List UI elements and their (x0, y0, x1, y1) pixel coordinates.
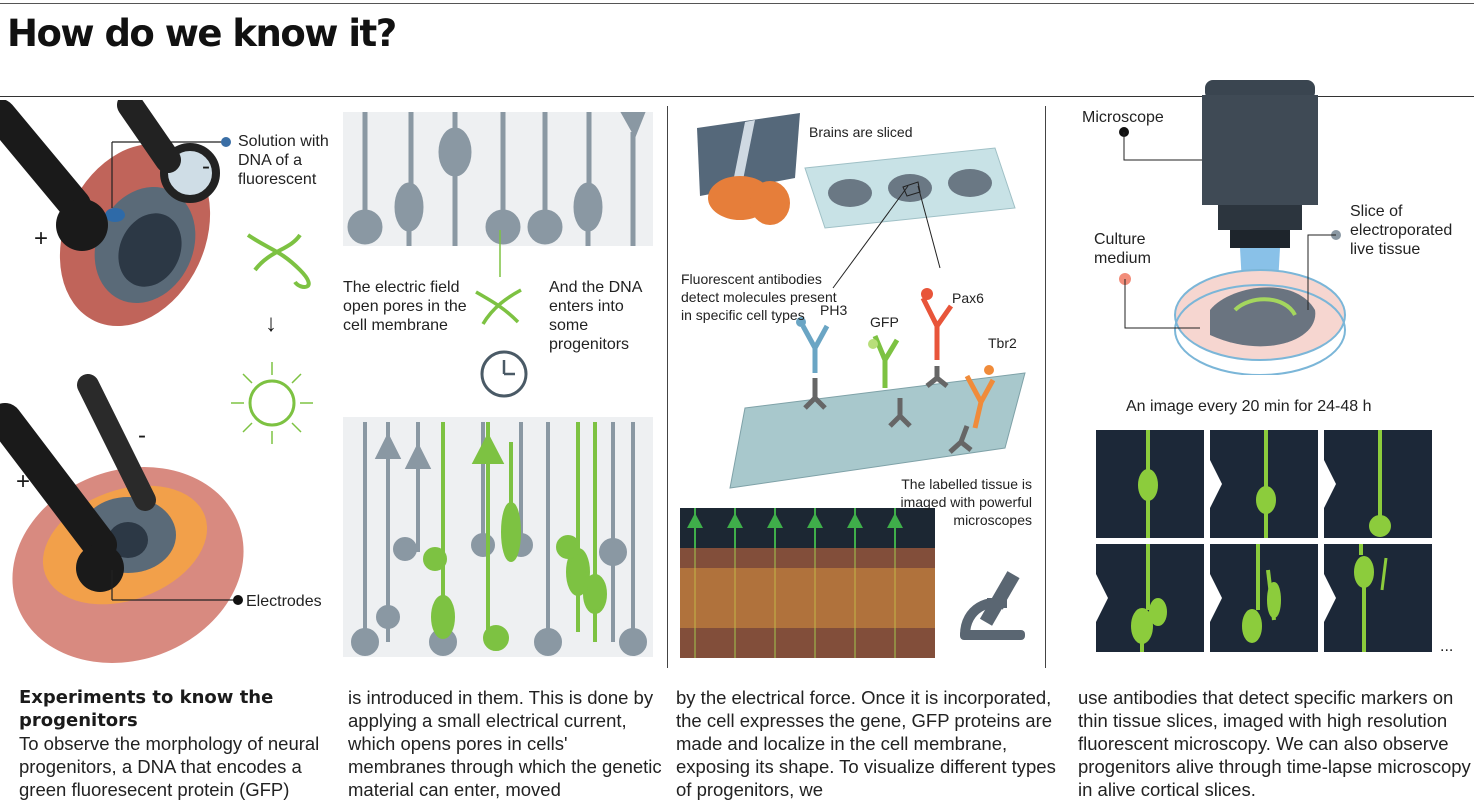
minus-sign-bottom: - (138, 422, 146, 449)
marker-ph3: PH3 (820, 302, 848, 318)
minus-sign-top: - (202, 153, 210, 180)
plus-sign-top: + (34, 225, 49, 252)
pores-label: The electric field open pores in the cel… (343, 279, 467, 334)
page-title: How do we know it? (7, 12, 397, 55)
timelapse-label: An image every 20 min for 24-48 h (1126, 398, 1372, 415)
microscope-diagram (1119, 80, 1346, 375)
article-col-2: is introduced in them. This is done by a… (348, 687, 662, 800)
header-divider (0, 96, 1474, 97)
sliced-label: Brains are sliced (809, 124, 913, 140)
electrodes-label: Electrodes (246, 593, 322, 610)
microscope-label: Microscope (1082, 109, 1164, 126)
article-col-4: use antibodies that detect specific mark… (1078, 687, 1471, 800)
culture-label: Culture medium (1094, 231, 1151, 267)
arrow-down-icon: ↓ (265, 310, 277, 337)
plus-sign-bottom: + (16, 468, 31, 495)
antibody-staining-diagram (680, 113, 1026, 658)
top-rule (0, 3, 1474, 4)
panel-divider-1 (667, 106, 668, 668)
solution-label: Solution with DNA of a fluorescent (238, 133, 329, 188)
marker-pax6: Pax6 (952, 290, 984, 306)
panel-divider-2 (1045, 106, 1046, 668)
progenitor-cells-diagram (343, 112, 653, 657)
marker-tbr2: Tbr2 (988, 335, 1017, 351)
timelapse-frames (1096, 430, 1432, 652)
timelapse-ellipsis: ... (1440, 638, 1454, 655)
imaged-label: The labelled tissue is imaged with power… (900, 476, 1032, 528)
antibodies-label: Fluorescent antibodies detect molecules … (681, 271, 837, 323)
electroporation-illustration (0, 100, 313, 663)
article-heading: Experiments to know the progenitors (19, 687, 274, 731)
marker-gfp: GFP (870, 314, 899, 330)
dna-enters-label: And the DNA enters into some progenitors (549, 279, 642, 353)
article-col-3: by the electrical force. Once it is inco… (676, 687, 1056, 800)
slice-label: Slice of electroporated live tissue (1350, 203, 1453, 258)
article-col-1: Experiments to know the progenitors To o… (19, 686, 339, 801)
article-col-1-text: To observe the morphology of neural prog… (19, 733, 320, 800)
